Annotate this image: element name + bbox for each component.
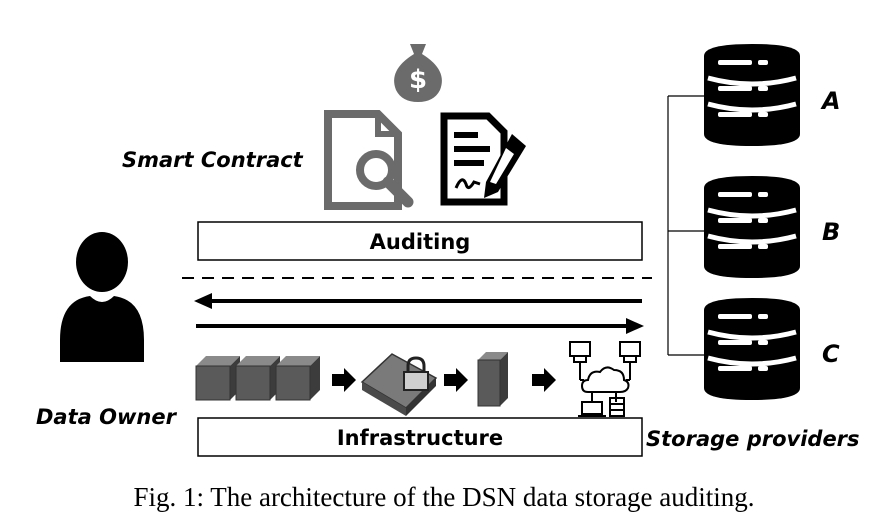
auditing-label: Auditing <box>370 230 471 254</box>
cloud-network-icon <box>569 341 641 417</box>
provider-b-label: B <box>822 218 840 246</box>
dollar-sign: $ <box>409 65 427 95</box>
pipeline-arrow-2 <box>444 368 468 392</box>
auditing-box <box>197 221 643 261</box>
encryption-lock-icon <box>360 353 438 416</box>
storage-providers-label: Storage providers <box>646 427 860 451</box>
figure-caption: Fig. 1: The architecture of the DSN data… <box>133 482 754 512</box>
user-icon <box>60 232 144 362</box>
provider-bracket <box>667 95 704 356</box>
provider-a-label: A <box>820 87 841 115</box>
contract-sign-icon <box>440 112 526 206</box>
infrastructure-box <box>197 417 643 457</box>
database-icon <box>704 176 800 278</box>
smart-contract-label: Smart Contract <box>122 148 304 172</box>
data-owner-label: Data Owner <box>36 405 178 429</box>
infrastructure-label: Infrastructure <box>337 426 503 450</box>
database-icon <box>704 44 800 146</box>
pipeline-arrow-3 <box>532 368 556 392</box>
provider-c-label: C <box>822 340 840 368</box>
pipeline-arrow-1 <box>332 368 356 392</box>
arrow-right <box>196 318 644 334</box>
money-bag-icon: $ <box>394 44 442 102</box>
document-search-icon <box>324 110 414 210</box>
arrow-left <box>194 293 642 309</box>
data-block-icon <box>477 352 508 407</box>
data-blocks-icon <box>195 355 321 401</box>
database-icon <box>704 298 800 400</box>
